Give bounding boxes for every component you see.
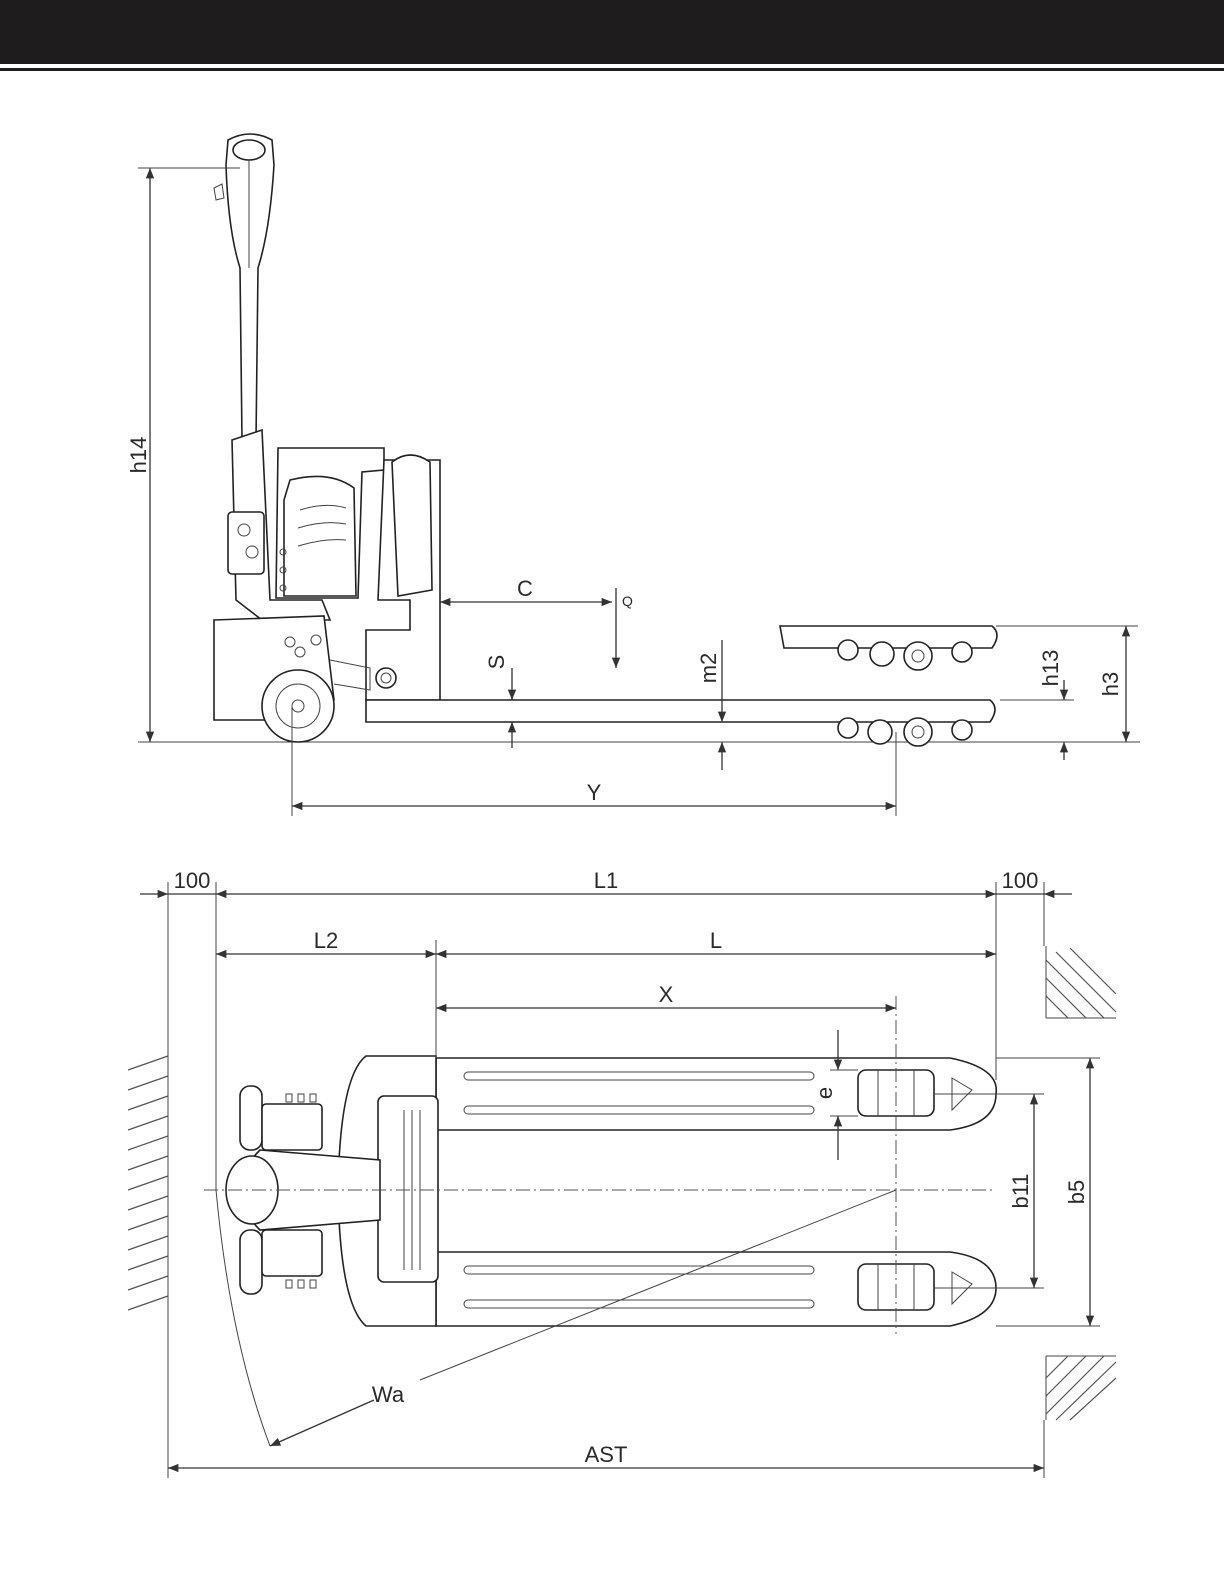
label-S: S bbox=[484, 655, 509, 670]
label-h14: h14 bbox=[126, 437, 151, 474]
wall-hatch-right-top bbox=[1046, 946, 1116, 1018]
label-Y: Y bbox=[587, 780, 602, 805]
label-h13: h13 bbox=[1038, 650, 1063, 687]
label-m2: m2 bbox=[696, 653, 721, 684]
label-b5: b5 bbox=[1064, 1180, 1089, 1204]
label-clearance-right: 100 bbox=[1002, 868, 1039, 893]
top-view: 100 L1 100 L2 L X e b11 b5 Wa AST bbox=[128, 868, 1116, 1478]
side-view: h14 C Q S m2 h13 h3 Y bbox=[126, 134, 1140, 816]
wall-hatch-left bbox=[128, 1056, 168, 1326]
drive-unit bbox=[228, 430, 384, 620]
label-L1: L1 bbox=[594, 868, 618, 893]
label-h3: h3 bbox=[1098, 672, 1123, 696]
label-L: L bbox=[710, 928, 722, 953]
tiller bbox=[196, 134, 274, 440]
wall-hatch-right-bottom bbox=[1046, 1356, 1116, 1420]
forks-raised bbox=[780, 626, 997, 670]
label-AST: AST bbox=[585, 1442, 628, 1467]
label-X: X bbox=[659, 982, 674, 1007]
forks-top-view bbox=[436, 1058, 996, 1326]
label-Wa: Wa bbox=[372, 1382, 405, 1407]
battery-frame bbox=[366, 455, 440, 700]
forks-lowered bbox=[366, 700, 995, 746]
label-C: C bbox=[517, 576, 533, 601]
label-Q: Q bbox=[622, 593, 633, 609]
label-e: e bbox=[812, 1087, 837, 1099]
label-L2: L2 bbox=[314, 928, 338, 953]
label-b11: b11 bbox=[1008, 1173, 1033, 1208]
label-clearance-left: 100 bbox=[174, 868, 211, 893]
chassis-top-view bbox=[226, 1056, 438, 1326]
